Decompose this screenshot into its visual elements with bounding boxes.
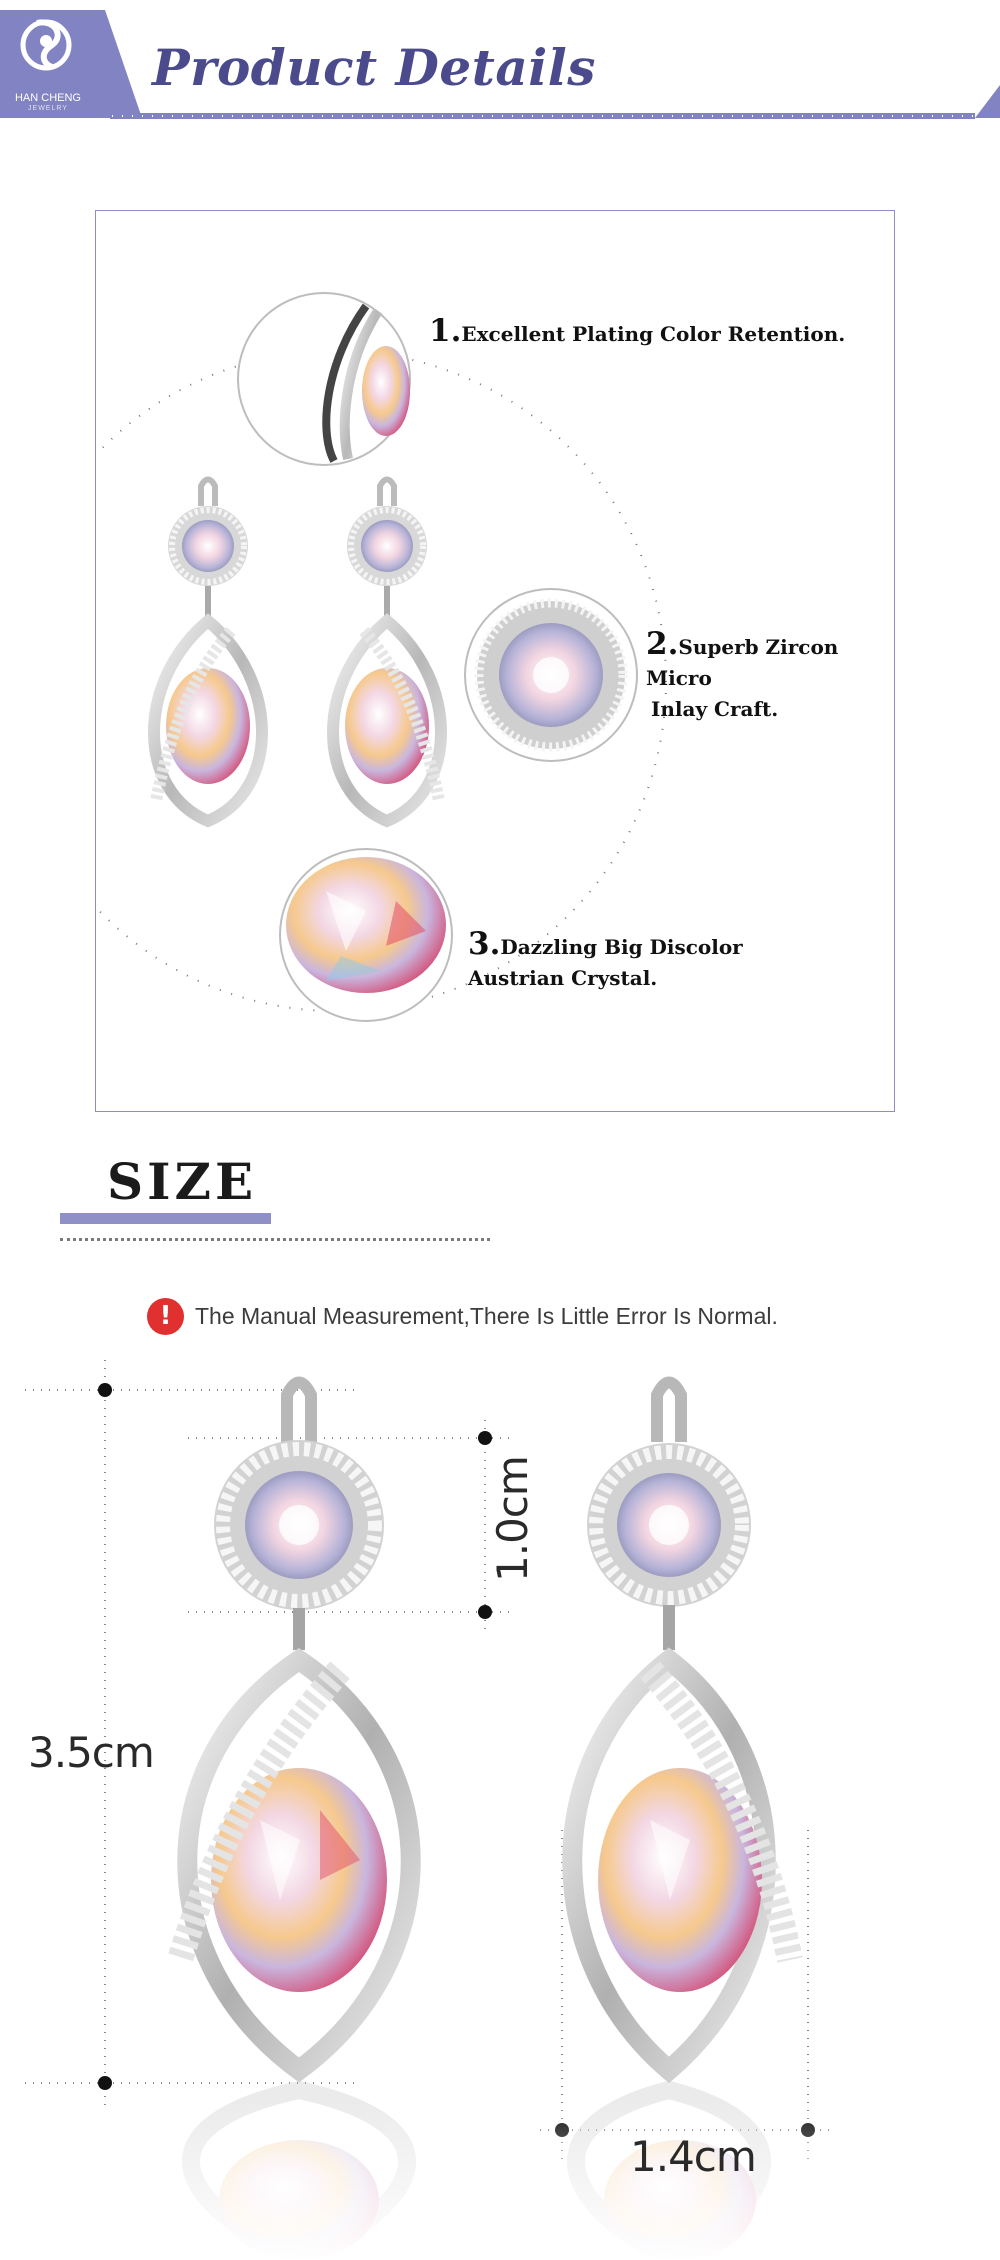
feature-2-text-line2: Inlay Craft. bbox=[651, 697, 779, 721]
size-illustration bbox=[0, 1360, 1000, 2260]
measurement-notice: ! The Manual Measurement,There Is Little… bbox=[147, 1296, 778, 1336]
feature-1-number: 1. bbox=[429, 313, 462, 349]
brand-subtitle: JEWELRY bbox=[28, 105, 68, 112]
header-banner: Product Details HAN CHENG JEWELRY bbox=[0, 0, 1000, 125]
feature-2: 2.Superb Zircon Micro Inlay Craft. bbox=[646, 629, 894, 725]
notice-text: The Manual Measurement,There Is Little E… bbox=[195, 1302, 778, 1329]
page-title: Product Details bbox=[152, 38, 596, 97]
top-diameter-dimension bbox=[188, 1420, 510, 1630]
exclamation-icon: ! bbox=[147, 1297, 184, 1335]
feature-3-text-line1: Dazzling Big Discolor bbox=[500, 935, 743, 959]
height-label: 3.5cm bbox=[28, 1728, 155, 1777]
feature-2-number: 2. bbox=[646, 626, 679, 662]
width-label: 1.4cm bbox=[630, 2132, 757, 2181]
callout-plating-detail bbox=[237, 292, 411, 466]
earring-right-illustration bbox=[327, 476, 447, 828]
feature-3-number: 3. bbox=[468, 926, 501, 962]
brand-logo-icon bbox=[20, 19, 72, 71]
callout-zircon-detail bbox=[464, 588, 638, 762]
brand-name: HAN CHENG bbox=[14, 92, 81, 104]
banner-graphic bbox=[0, 10, 1000, 119]
feature-1: 1.Excellent Plating Color Retention. bbox=[429, 316, 845, 350]
feature-1-text: Excellent Plating Color Retention. bbox=[461, 322, 846, 346]
earring-left-illustration bbox=[148, 476, 268, 828]
earring-right-large bbox=[562, 1376, 803, 2084]
earring-left-large bbox=[167, 1376, 421, 2083]
size-title-underline bbox=[60, 1213, 271, 1224]
feature-2-text-line1: Superb Zircon Micro bbox=[646, 635, 839, 690]
size-section-title: SIZE bbox=[107, 1152, 258, 1211]
feature-3: 3.Dazzling Big Discolor Austrian Crystal… bbox=[468, 929, 743, 994]
size-dotted-divider bbox=[60, 1238, 490, 1241]
callout-crystal-detail bbox=[279, 848, 453, 1022]
feature-3-text-line2: Austrian Crystal. bbox=[468, 966, 658, 990]
top-diameter-label: 1.0cm bbox=[488, 1456, 537, 1582]
product-details-panel: 1.Excellent Plating Color Retention. 2.S… bbox=[95, 210, 895, 1112]
product-illustration bbox=[96, 292, 667, 1022]
